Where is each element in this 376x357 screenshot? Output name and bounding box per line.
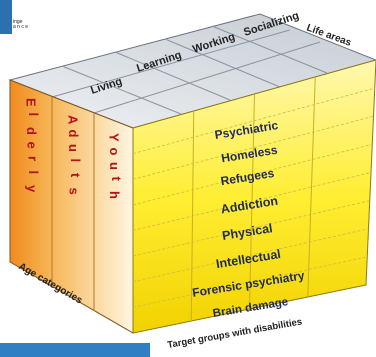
front-column-line xyxy=(307,76,316,298)
front-row-line xyxy=(132,143,373,206)
logo-text-line-2: a n c e xyxy=(13,24,29,30)
top-divider xyxy=(211,25,328,74)
front-row-line xyxy=(132,228,369,283)
top-divider xyxy=(164,38,281,88)
front-row-line xyxy=(132,172,372,231)
bottom-strip xyxy=(0,343,150,357)
front-grid xyxy=(132,76,375,322)
logo-mark xyxy=(0,0,12,34)
top-divider xyxy=(61,65,182,115)
front-row-line xyxy=(132,87,375,155)
top-divider xyxy=(93,41,321,114)
logo-text: inge a n c e xyxy=(13,20,28,30)
top-divider xyxy=(114,51,231,101)
front-row-line xyxy=(132,115,374,180)
logo-text-line-1: inge xyxy=(13,19,23,25)
front-row-line xyxy=(132,200,370,257)
